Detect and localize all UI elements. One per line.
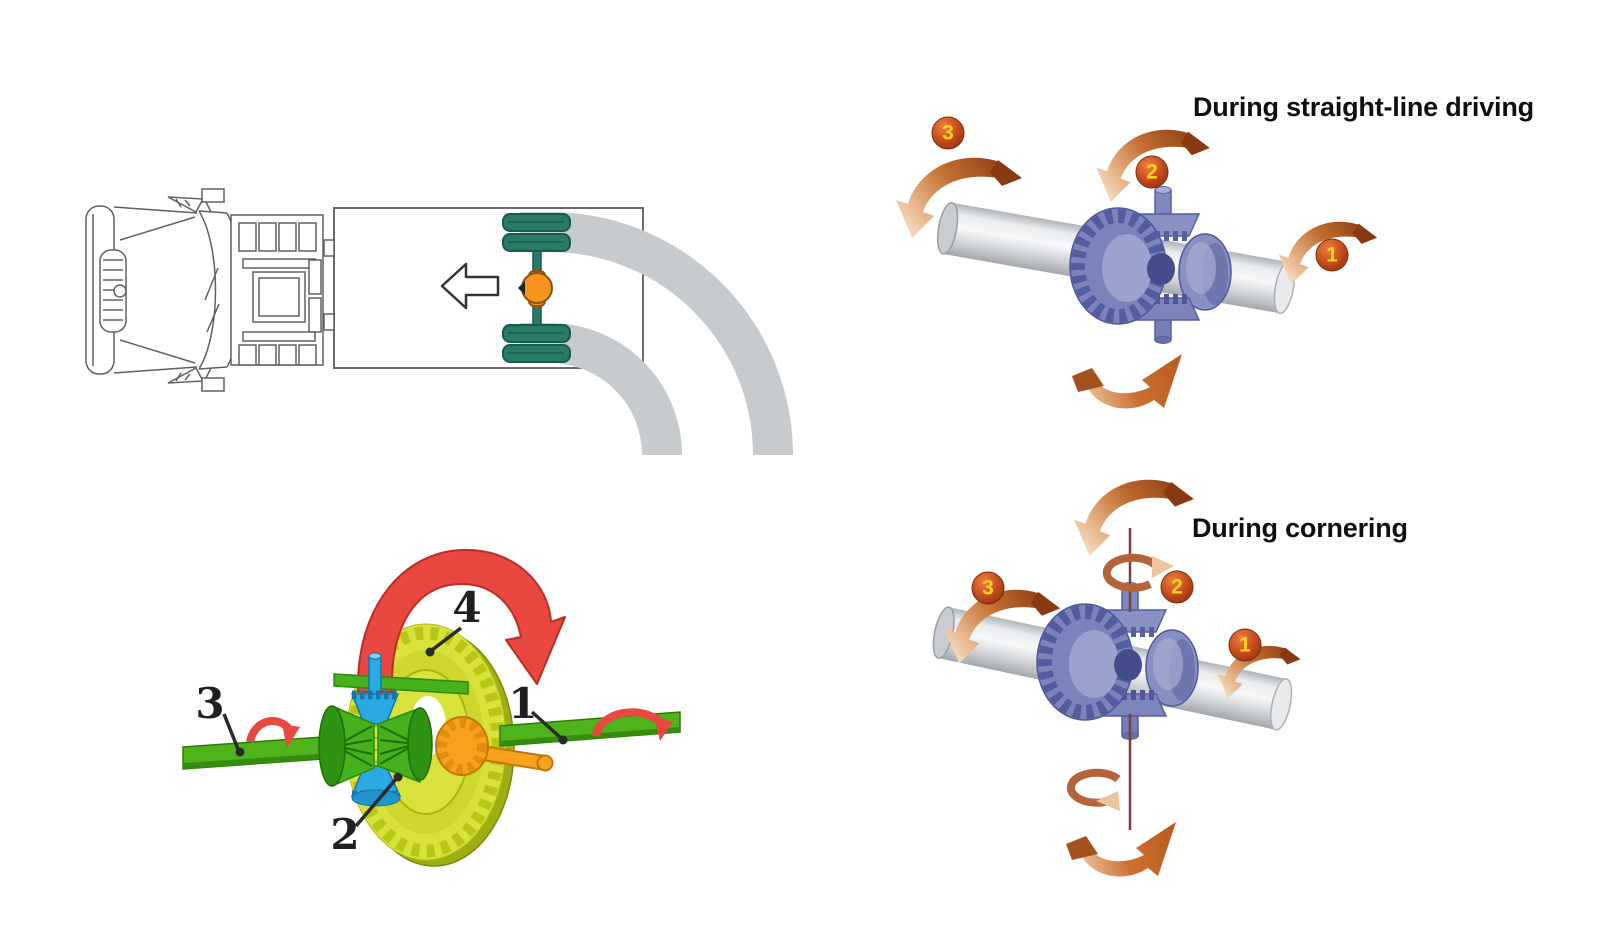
side-gear-right xyxy=(377,706,433,784)
wind-deflector-bottom xyxy=(167,366,205,384)
pinion-spin-arrow-bottom xyxy=(1066,768,1121,811)
badge-2: 2 xyxy=(1160,570,1194,604)
label-4: 4 xyxy=(425,583,482,657)
side-gear-left xyxy=(318,704,375,788)
axle-differential xyxy=(521,270,553,307)
trailer-axle-assembly xyxy=(502,213,571,363)
drive-pinion xyxy=(435,716,554,776)
wheel-rotation-arrow-right xyxy=(592,708,673,741)
wheel-rotation-arrow-left xyxy=(246,717,300,748)
differential-gear-cluster xyxy=(1070,187,1231,344)
label-3: 3 xyxy=(195,679,245,757)
badge-1-number: 1 xyxy=(1239,634,1251,657)
label-3-number: 3 xyxy=(195,679,224,728)
figure-truck-turning xyxy=(85,188,793,456)
hitch-bottom xyxy=(323,313,335,331)
brand-logo xyxy=(113,284,127,298)
badge-1-number: 1 xyxy=(1326,244,1338,267)
label-2: 2 xyxy=(330,772,403,859)
hitch-top xyxy=(323,239,335,257)
truck-cab xyxy=(85,188,335,392)
badge-3: 3 xyxy=(931,116,965,150)
badge-3-number: 3 xyxy=(942,122,954,145)
wheel-tracks xyxy=(520,212,793,456)
pinion-nub xyxy=(518,281,525,295)
mirror-bottom xyxy=(201,377,225,392)
badge-2-number: 2 xyxy=(1146,161,1158,184)
wheel-track-outer xyxy=(520,212,793,456)
figure-cornering: 3 2 1 xyxy=(932,479,1301,877)
wheel-track-inner xyxy=(520,323,682,456)
badge-3-number: 3 xyxy=(982,577,994,600)
drive-rotation-arrow xyxy=(356,548,566,693)
badge-2: 2 xyxy=(1135,155,1169,189)
badge-3: 3 xyxy=(971,571,1005,605)
label-4-number: 4 xyxy=(452,583,481,632)
cornering-title: During cornering xyxy=(1192,513,1408,543)
direction-arrow xyxy=(440,262,500,310)
straight-line-title: During straight-line driving xyxy=(1193,92,1534,122)
rotation-arrow-top xyxy=(1074,479,1194,556)
label-1-number: 1 xyxy=(508,679,537,728)
badge-1: 1 xyxy=(1315,238,1349,272)
cross-pin-bar xyxy=(333,673,469,695)
part-labels: 3 2 4 1 xyxy=(195,583,568,859)
wind-deflector-top xyxy=(167,196,205,214)
label-2-number: 2 xyxy=(330,810,359,859)
mirror-top xyxy=(201,188,225,203)
figure-straight-line-driving: 3 2 1 xyxy=(896,116,1378,409)
rotation-arrow-bottom xyxy=(1066,822,1176,877)
badge-2-number: 2 xyxy=(1171,576,1183,599)
spider-gear-top xyxy=(350,652,400,725)
pinion-spin-arrow-top xyxy=(1102,553,1174,592)
rotation-arrow-bottom xyxy=(1072,354,1182,409)
differential-gear-cluster xyxy=(1037,583,1198,740)
badge-1: 1 xyxy=(1228,628,1262,662)
figure-differential-gears: 3 2 4 1 xyxy=(182,548,681,867)
label-1: 1 xyxy=(508,679,568,745)
